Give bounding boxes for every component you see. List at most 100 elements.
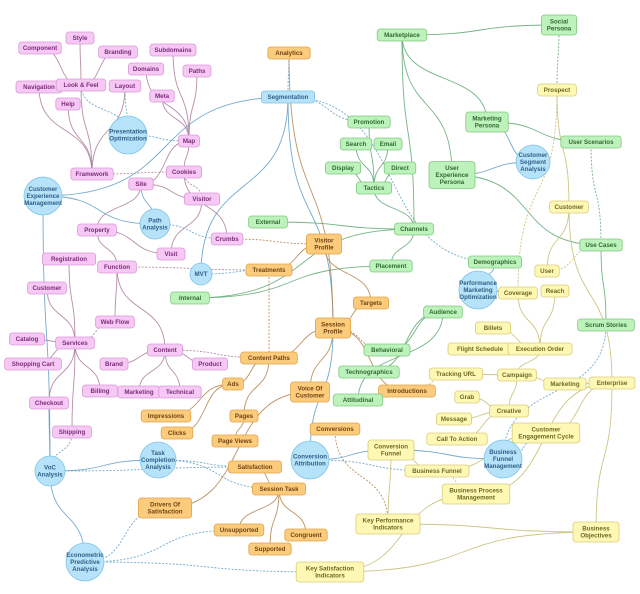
node-label: Pages [235,413,254,420]
node-usecases: Use Cases [579,238,623,252]
node-label: Behavioral [371,347,403,354]
node-paths: Paths [182,64,212,78]
node-shape [211,434,259,448]
node-shape [549,200,589,214]
node-demographics: Demographics [467,255,522,269]
edge-visitor-to-visit [170,198,203,255]
node-shape [4,357,62,371]
edge-tca-to-sessiontask [157,459,280,490]
edge-mvt-to-segmentation [200,96,289,275]
node-label: Shipping [59,429,86,436]
node-shape [541,14,578,36]
node-userscenarios: User Scenarios [560,135,622,149]
node-label: Segmentation [268,94,309,101]
node-shape [77,223,117,237]
node-brand: Brand [99,357,129,371]
node-technographics: Technographics [338,365,400,379]
edge-busobj-to-kpi [387,523,597,533]
edge-analytics-to-sessionprofile [288,52,334,329]
node-shape [290,440,330,480]
node-label: Function [104,264,130,271]
node-flightschedule: Flight Schedule [447,342,513,356]
node-lookfeel: Look & Feel [55,78,107,92]
node-label: Treatments [252,267,286,274]
node-shape [324,161,361,175]
node-label: Creative [497,408,522,415]
node-shape [95,315,135,329]
node-label: Ads [227,381,239,388]
node-shape [55,78,107,92]
node-shape [210,232,244,246]
node-targets: Targets [352,296,389,310]
node-label: Email [380,141,397,148]
node-executionorder: Execution Order [507,342,573,356]
edge-visitorprofile-to-crumbs [226,238,325,245]
node-satisfaction: Satisfaction [227,460,282,474]
node-external: External [248,215,288,229]
edge-marketplace-to-marketingpersona [401,34,488,123]
node-shape [474,321,511,335]
edge-econ-to-unsupported [84,529,240,563]
node-tactics: Tactics [355,181,392,195]
node-pages: Pages [229,409,259,423]
node-label: Grab [460,394,475,401]
node-label: Framework [75,171,109,178]
node-label: Attitudinal [343,397,374,404]
node-shape [314,317,351,339]
node-reach: Reach [540,284,570,298]
node-audience: Audience [423,305,463,319]
node-coverage: Coverage [498,286,538,300]
node-label: Business Funnel [412,468,462,475]
node-label: Style [73,35,88,42]
node-label: Use Cases [585,242,617,249]
node-shape [367,439,415,461]
node-label: Services [62,340,88,347]
node-shape [489,404,529,418]
node-shoppingcart: Shopping Cart [4,357,62,371]
node-label: Shopping Cart [12,361,55,368]
edge-channels-to-external [267,221,415,230]
node-attitudinal: Attitudinal [332,393,384,407]
node-visitor: Visitor [183,192,220,206]
node-shape [65,542,105,582]
edge-segmentation-to-analytics [287,52,290,98]
node-shape [140,409,192,423]
node-behavioral: Behavioral [363,343,411,357]
node-label: Crumbs [215,236,239,243]
node-shape [149,89,175,103]
node-shape [34,455,66,487]
node-shape [458,270,498,310]
node-label: Marketing [124,389,153,396]
node-shape [251,482,306,496]
node-shape [543,377,587,391]
node-label: Message [441,416,468,423]
node-help: Help [55,97,81,111]
node-shape [423,305,463,319]
node-customer-p: Customer [27,281,67,295]
edge-cem-to-pathanalysis [42,195,156,225]
node-shape [70,167,114,181]
edge-segmentation-to-promotion [287,96,370,123]
node-label: Scrum Stories [585,322,628,329]
node-busfunnel: Business Funnel [404,464,470,478]
node-shape [267,46,311,60]
node-label: Session Task [259,486,299,493]
node-label: Look & Feel [63,82,98,89]
edge-content-to-contentpaths [164,349,270,359]
node-product: Product [191,357,228,371]
node-label: Content [153,347,176,354]
node-label: Audience [429,309,457,316]
node-shape [42,252,97,266]
